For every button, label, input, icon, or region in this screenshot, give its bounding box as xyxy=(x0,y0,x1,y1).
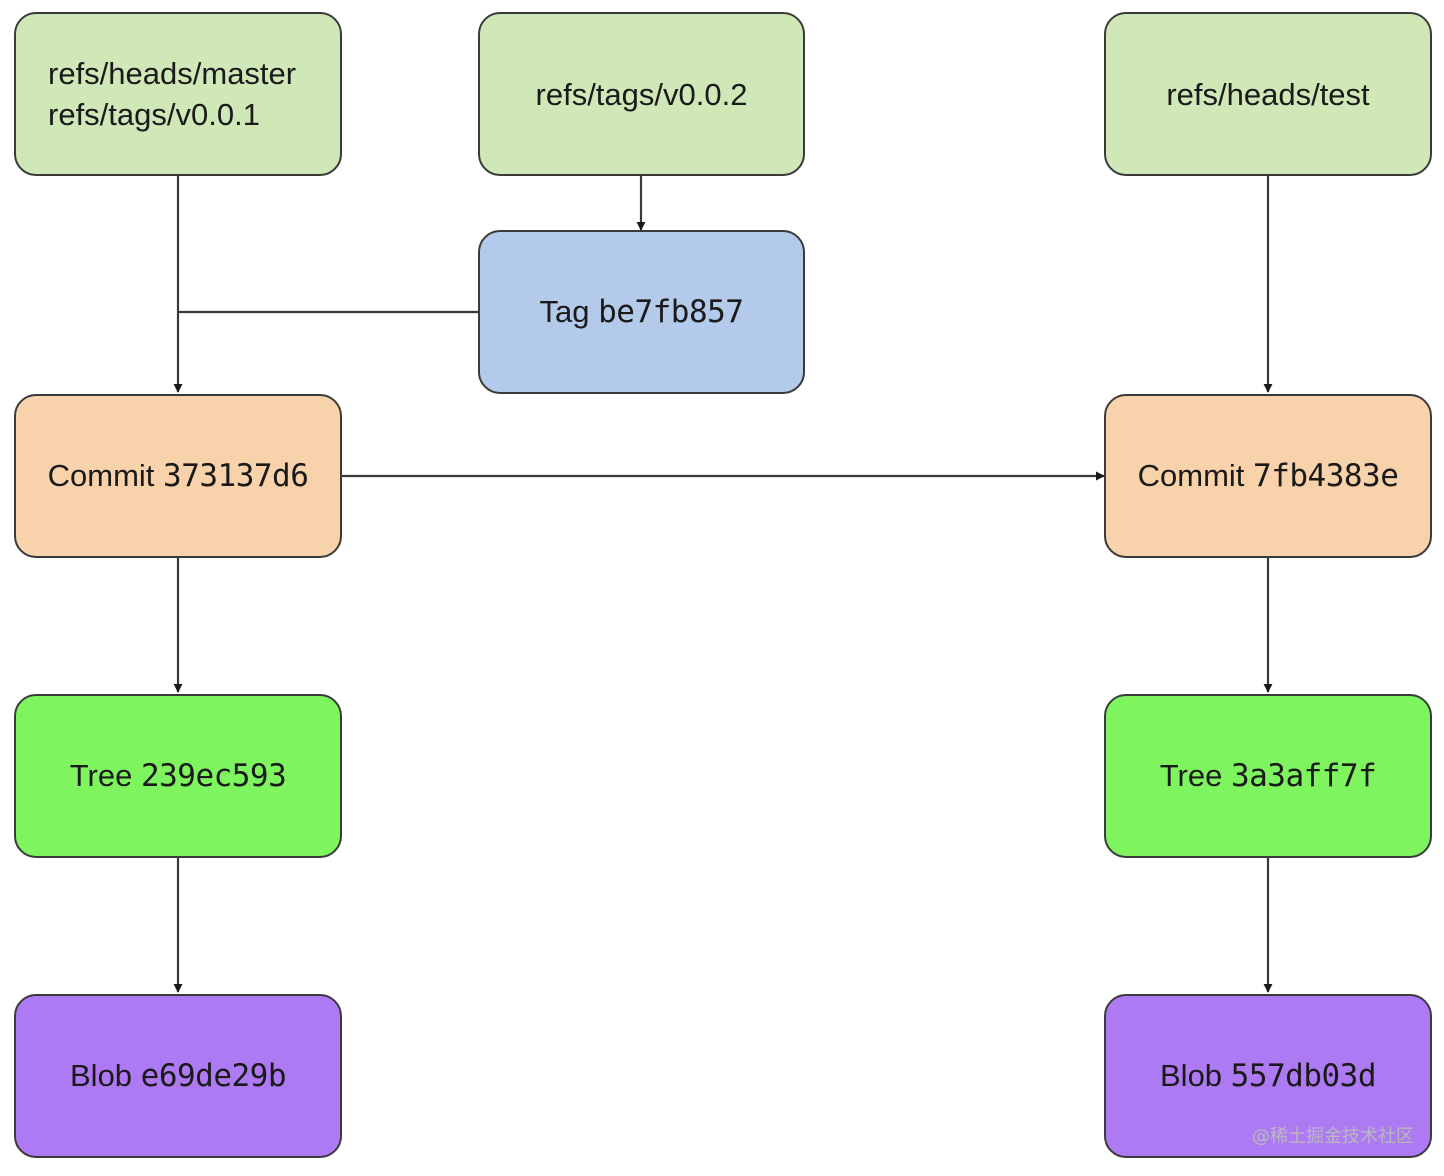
blob-right-kind: Blob xyxy=(1160,1058,1223,1093)
tree-left-hash: 239ec593 xyxy=(140,758,287,794)
ref-test-label: refs/heads/test xyxy=(1166,76,1370,112)
blob-left-hash: e69de29b xyxy=(140,1058,287,1094)
ref-master-label: refs/heads/master xyxy=(48,56,297,91)
tree-right-node: Tree 3a3aff7f xyxy=(1104,694,1432,858)
commit-right-hash: 7fb4383e xyxy=(1253,458,1399,494)
tree-left-kind: Tree xyxy=(69,758,133,793)
tag-hash: be7fb857 xyxy=(598,294,744,330)
blob-right-node: Blob 557db03d xyxy=(1104,994,1432,1158)
commit-right-node: Commit 7fb4383e xyxy=(1104,394,1432,558)
ref-master-node: refs/heads/master refs/tags/v0.0.1 xyxy=(14,12,342,176)
blob-right-hash: 557db03d xyxy=(1230,1058,1377,1094)
ref-tag-node: refs/tags/v0.0.2 xyxy=(478,12,805,176)
watermark-text: @稀土掘金技术社区 xyxy=(1252,1126,1414,1147)
ref-tag-label: refs/tags/v0.0.2 xyxy=(535,76,748,112)
tree-right-hash: 3a3aff7f xyxy=(1230,758,1377,794)
tag-object-node: Tag be7fb857 xyxy=(478,230,805,394)
tree-left-node: Tree 239ec593 xyxy=(14,694,342,858)
ref-tag-v001-label: refs/tags/v0.0.1 xyxy=(48,97,260,132)
commit-right-kind: Commit xyxy=(1137,458,1245,493)
blob-left-node: Blob e69de29b xyxy=(14,994,342,1158)
commit-left-hash: 373137d6 xyxy=(163,458,309,494)
tag-kind: Tag xyxy=(539,294,590,329)
blob-left-kind: Blob xyxy=(70,1058,133,1093)
ref-test-node: refs/heads/test xyxy=(1104,12,1432,176)
tree-right-kind: Tree xyxy=(1159,758,1223,793)
commit-left-kind: Commit xyxy=(47,458,155,493)
commit-left-node: Commit 373137d6 xyxy=(14,394,342,558)
